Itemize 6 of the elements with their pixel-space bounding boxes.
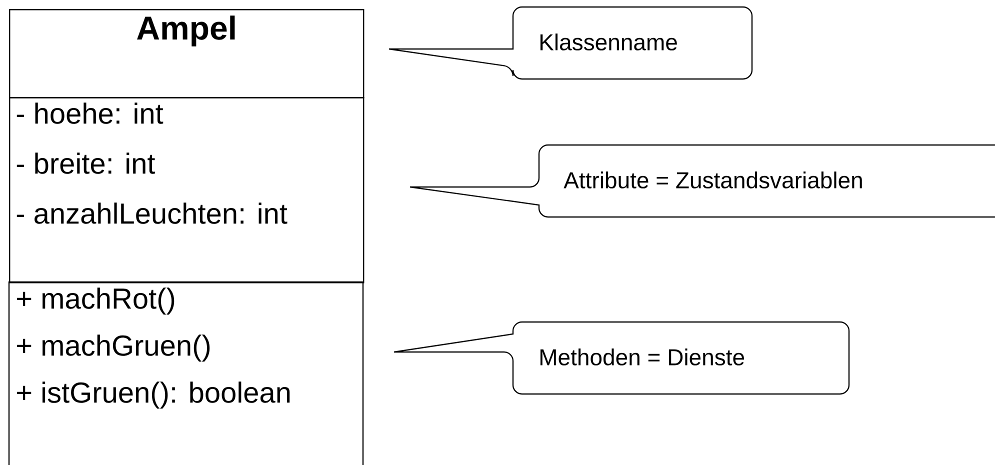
method-compartment: + machRot() + machGruen() + istGruen(): boolean — [8, 281, 364, 465]
callout: Klassenname — [388, 6, 753, 80]
class-name-compartment: Ampel — [9, 9, 364, 98]
attribute-compartment: - hoehe: int - breite: int - anzahlLeuchten: int — [9, 97, 364, 284]
callout: Attribute = Zustandsvariablen — [409, 144, 995, 218]
callout: Methoden = Dienste — [393, 321, 850, 395]
